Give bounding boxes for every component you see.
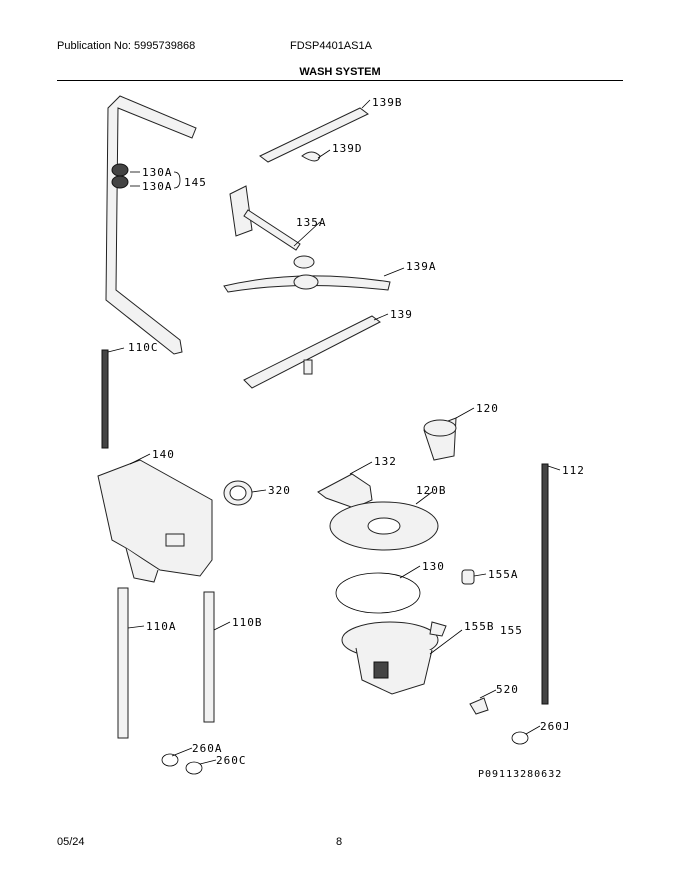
gasket-130-drawing <box>335 572 421 614</box>
footer-page-number: 8 <box>336 836 343 848</box>
label-155a: 155A <box>488 568 519 581</box>
model-number: FDSP4401AS1A <box>290 40 372 52</box>
label-155b: 155B <box>464 620 495 633</box>
hose-112-drawing <box>541 463 549 705</box>
check-valve-132-drawing <box>317 473 373 509</box>
label-260a: 260A <box>192 742 223 755</box>
label-140: 140 <box>152 448 175 461</box>
mid-spray-arm-drawing <box>223 185 391 293</box>
hose-110c-drawing <box>101 349 109 449</box>
filter-plate-120b-drawing <box>329 501 439 551</box>
label-135a: 135A <box>296 216 327 229</box>
label-132: 132 <box>374 455 397 468</box>
label-120: 120 <box>476 402 499 415</box>
clamp-260c-drawing <box>185 761 203 775</box>
label-110b: 110B <box>232 616 263 629</box>
diverter-housing-drawing <box>97 459 213 583</box>
label-139b: 139B <box>372 96 403 109</box>
label-139a: 139A <box>406 260 437 273</box>
label-139d: 139D <box>332 142 363 155</box>
clamp-260a-drawing <box>161 753 179 767</box>
page-title: WASH SYSTEM <box>299 66 381 78</box>
upper-spray-arm-drawing <box>259 107 369 163</box>
label-320: 320 <box>268 484 291 497</box>
label-130: 130 <box>422 560 445 573</box>
label-260c: 260C <box>216 754 247 767</box>
leader-lines <box>107 99 561 765</box>
label-155: 155 <box>500 624 523 637</box>
label-120b: 120B <box>416 484 447 497</box>
label-110a: 110A <box>146 620 177 633</box>
label-520: 520 <box>496 683 519 696</box>
filter-120-drawing <box>423 417 457 461</box>
label-260j: 260J <box>540 720 571 733</box>
upper-supply-tube-drawing <box>105 95 197 355</box>
lower-spray-arm-drawing <box>243 315 381 389</box>
label-110c: 110C <box>128 341 159 354</box>
part-520-drawing <box>469 697 489 715</box>
publication-number: Publication No: 5995739868 <box>57 40 196 52</box>
label-130a-upper: 130A <box>142 166 173 179</box>
drawing-number: P09113280632 <box>478 769 562 780</box>
sump-pump-assembly-drawing <box>341 621 447 695</box>
clamp-260j-drawing <box>511 731 529 745</box>
label-130a-lower: 130A <box>142 180 173 193</box>
label-145: 145 <box>184 176 207 189</box>
hose-110b-drawing <box>203 591 215 723</box>
label-139: 139 <box>390 308 413 321</box>
hose-110a-drawing <box>117 587 129 739</box>
part-155a-drawing <box>461 569 475 585</box>
footer-date: 05/24 <box>57 836 85 848</box>
header-rule <box>57 80 623 81</box>
seal-320-drawing <box>223 480 253 506</box>
label-112: 112 <box>562 464 585 477</box>
